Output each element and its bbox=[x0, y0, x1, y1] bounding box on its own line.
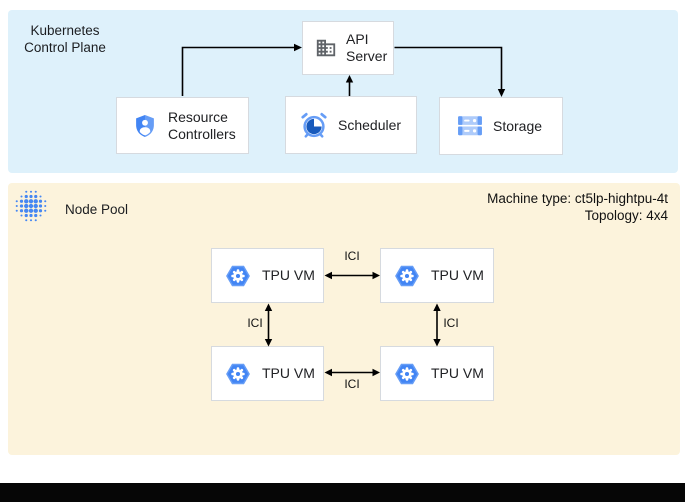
tpu-vm-node-bottom-right: TPU VM bbox=[380, 346, 494, 401]
node-pool-title: Node Pool bbox=[65, 202, 129, 217]
api-server-label: API Server bbox=[346, 31, 388, 64]
ici-link-label-top: ICI bbox=[344, 249, 360, 263]
node-pool-panel: Node Pool Machine type: ct5lp-hightpu-4t… bbox=[8, 183, 680, 455]
shield-person-icon bbox=[132, 113, 158, 139]
node-pool-meta: Machine type: ct5lp-hightpu-4t Topology:… bbox=[487, 190, 668, 224]
bottom-black-bar bbox=[0, 483, 685, 502]
dot-grid-icon bbox=[12, 187, 50, 225]
ici-link-label-bottom: ICI bbox=[344, 377, 360, 391]
api-server-node: API Server bbox=[302, 21, 394, 75]
storage-node: Storage bbox=[439, 97, 563, 155]
control-plane-panel: Kubernetes Control Plane API Server Reso… bbox=[8, 10, 678, 173]
ici-link-label-left: ICI bbox=[247, 316, 263, 330]
scheduler-node: Scheduler bbox=[285, 96, 417, 154]
tpu-hexagon-gear-icon bbox=[225, 263, 251, 289]
tpu-vm-node-top-left: TPU VM bbox=[211, 248, 324, 303]
tpu-hexagon-gear-icon bbox=[394, 263, 420, 289]
ici-link-label-right: ICI bbox=[443, 316, 459, 330]
building-icon bbox=[315, 37, 337, 59]
resource-controllers-node: Resource Controllers bbox=[116, 97, 249, 154]
tpu-vm-label: TPU VM bbox=[431, 267, 484, 283]
resource-controllers-label: Resource Controllers bbox=[168, 108, 236, 142]
tpu-vm-label: TPU VM bbox=[262, 365, 315, 381]
tpu-vm-node-bottom-left: TPU VM bbox=[211, 346, 324, 401]
machine-type-text: Machine type: ct5lp-hightpu-4t bbox=[487, 191, 668, 206]
stacked-disks-icon bbox=[457, 114, 483, 138]
tpu-vm-node-top-right: TPU VM bbox=[380, 248, 494, 303]
scheduler-label: Scheduler bbox=[338, 116, 402, 133]
tpu-vm-label: TPU VM bbox=[262, 267, 315, 283]
tpu-vm-label: TPU VM bbox=[431, 365, 484, 381]
storage-label: Storage bbox=[493, 117, 543, 134]
topology-text: Topology: 4x4 bbox=[584, 208, 668, 223]
tpu-hexagon-gear-icon bbox=[225, 361, 251, 387]
alarm-clock-icon bbox=[299, 110, 329, 140]
control-plane-title: Kubernetes Control Plane bbox=[24, 23, 106, 55]
tpu-hexagon-gear-icon bbox=[394, 361, 420, 387]
